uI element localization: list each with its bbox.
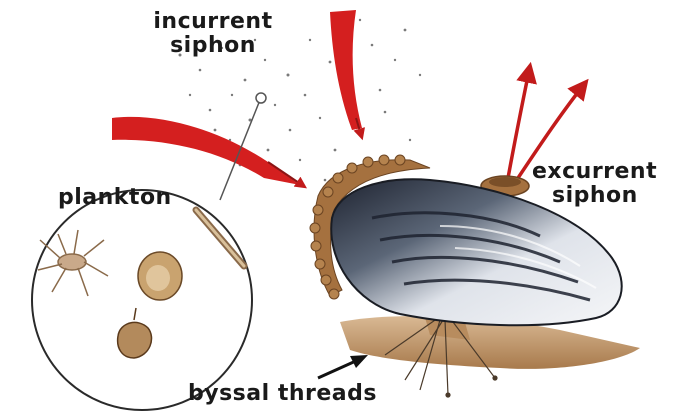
plankton-label: plankton bbox=[58, 186, 172, 210]
excurrent-label-line1: excurrent bbox=[532, 160, 657, 184]
byssal-label-text: byssal threads bbox=[188, 381, 377, 406]
diatom-icon bbox=[138, 252, 182, 300]
incurrent-arrow-left bbox=[112, 117, 305, 187]
plankton-label-text: plankton bbox=[58, 185, 172, 210]
excurrent-label-line2: siphon bbox=[532, 184, 657, 208]
incurrent-label-line2: siphon bbox=[138, 34, 288, 58]
excurrent-siphon-label: excurrent siphon bbox=[532, 160, 657, 208]
byssal-threads-label: byssal threads bbox=[188, 382, 377, 406]
incurrent-label-line1: incurrent bbox=[138, 10, 288, 34]
incurrent-siphon-label: incurrent siphon bbox=[138, 10, 288, 58]
byssal-pointer-arrow bbox=[318, 355, 368, 378]
incurrent-arrow-top bbox=[330, 10, 362, 138]
